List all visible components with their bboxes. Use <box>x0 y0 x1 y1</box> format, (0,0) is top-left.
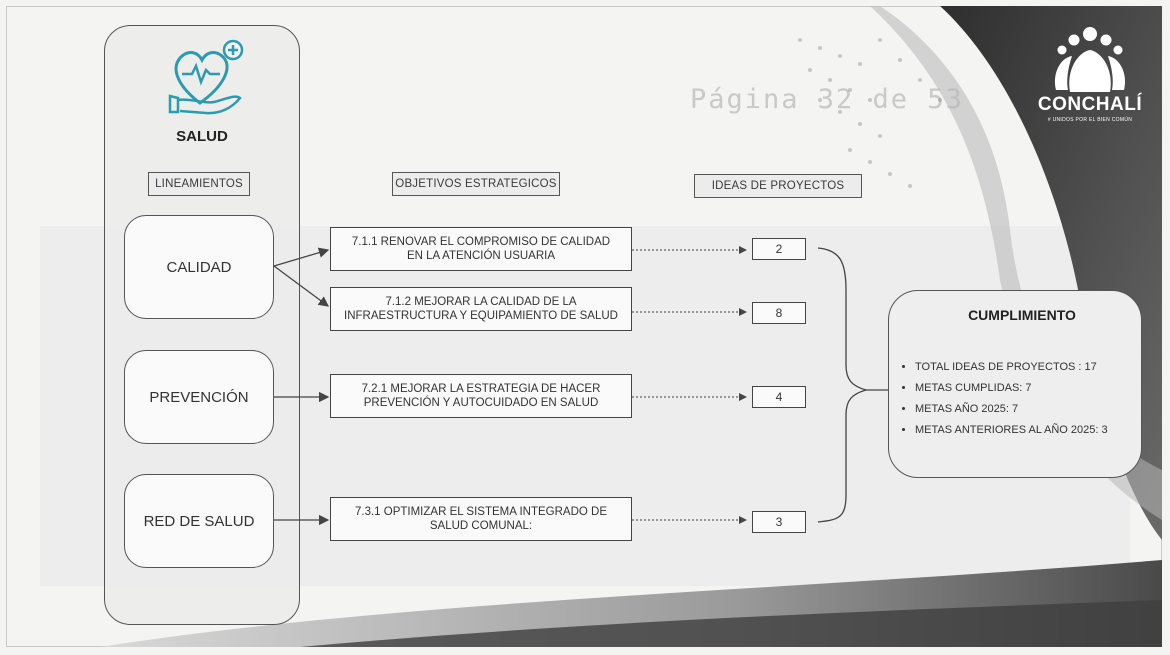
cumplimiento-item: METAS ANTERIORES AL AÑO 2025: 3 <box>915 420 1131 441</box>
cumplimiento-title: CUMPLIMIENTO <box>968 307 1076 323</box>
cumplimiento-item: METAS AÑO 2025: 7 <box>915 399 1131 420</box>
cumplimiento-item: METAS CUMPLIDAS: 7 <box>915 378 1131 399</box>
ideas-count-7-3-1: 3 <box>752 511 806 533</box>
objetivo-7-1-1: 7.1.1 RENOVAR EL COMPROMISO DE CALIDAD EN… <box>330 227 632 271</box>
ideas-header: IDEAS DE PROYECTOS <box>694 174 862 198</box>
objetivo-7-3-1: 7.3.1 OPTIMIZAR EL SISTEMA INTEGRADO DE S… <box>330 497 632 541</box>
objetivo-line: PREVENCIÓN Y AUTOCUIDADO EN SALUD <box>363 397 599 409</box>
ideas-count-7-1-2: 8 <box>752 302 806 324</box>
cumplimiento-list: TOTAL IDEAS DE PROYECTOS : 17 METAS CUMP… <box>903 357 1131 441</box>
objetivos-header: OBJETIVOS ESTRATEGICOS <box>392 172 560 196</box>
objetivo-7-2-1: 7.2.1 MEJORAR LA ESTRATEGIA DE HACER PREV… <box>330 374 632 418</box>
lineamiento-calidad: CALIDAD <box>124 215 274 319</box>
objetivo-line: EN LA ATENCIÓN USUARIA <box>406 250 556 262</box>
lineamientos-header: LINEAMIENTOS <box>148 172 250 196</box>
logo-slogan: # UNIDOS POR EL BIEN COMÚN <box>1047 117 1133 123</box>
objetivo-line: 7.3.1 OPTIMIZAR EL SISTEMA INTEGRADO DE <box>355 506 607 518</box>
ideas-count-7-1-1: 2 <box>752 238 806 260</box>
objetivo-7-1-2: 7.1.2 MEJORAR LA CALIDAD DE LA INFRAESTRU… <box>330 287 632 331</box>
ideas-count-7-2-1: 4 <box>752 386 806 408</box>
objetivo-line: INFRAESTRUCTURA Y EQUIPAMIENTO DE SALUD <box>344 310 618 322</box>
halftone-dots <box>798 38 942 188</box>
objetivo-line: 7.1.2 MEJORAR LA CALIDAD DE LA <box>385 296 577 308</box>
lineamiento-prevencion: PREVENCIÓN <box>124 350 274 444</box>
cumplimiento-box: CUMPLIMIENTO TOTAL IDEAS DE PROYECTOS : … <box>888 290 1142 478</box>
objetivo-line: 7.1.1 RENOVAR EL COMPROMISO DE CALIDAD <box>351 236 611 248</box>
logo-wordmark: CONCHALÍ <box>1037 94 1143 115</box>
page-watermark: Página 32 de 53 <box>690 84 964 115</box>
arrow-calidad-7-1-1 <box>273 247 330 267</box>
bottom-swoosh-dark <box>300 600 1162 647</box>
section-title: SALUD <box>176 128 228 145</box>
lineamiento-red-de-salud: RED DE SALUD <box>124 474 274 568</box>
cumplimiento-item: TOTAL IDEAS DE PROYECTOS : 17 <box>915 357 1131 378</box>
objetivo-line: 7.2.1 MEJORAR LA ESTRATEGIA DE HACER <box>361 383 601 395</box>
objetivo-line: SALUD COMUNAL: <box>429 520 533 532</box>
arrow-calidad-7-1-2 <box>273 265 330 307</box>
